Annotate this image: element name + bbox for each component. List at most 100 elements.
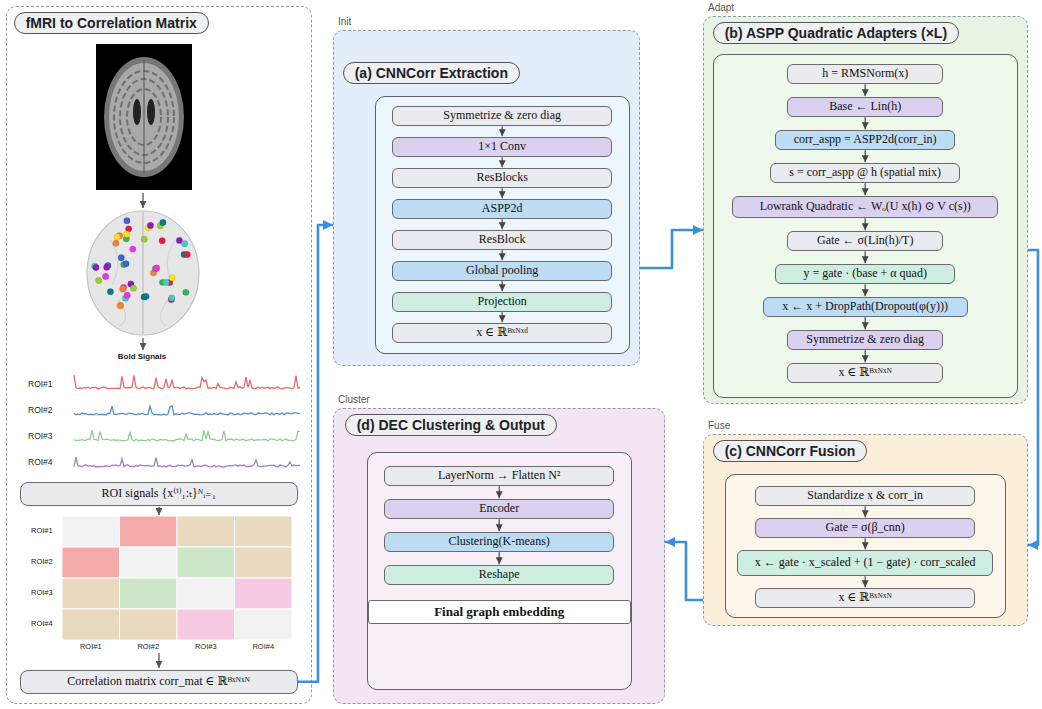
roi-dot: [114, 234, 120, 240]
process-box: x ∈ ℝᴮˣᴺˣᴺ: [787, 363, 943, 383]
step-text: Correlation matrix corr_mat ∈ ℝᴮˣᴺˣᴺ: [67, 674, 250, 689]
process-box: Lowrank Quadratic ← Wₒ(U x(h) ⊙ V c(s)): [732, 196, 998, 218]
matrix-cell: [120, 609, 178, 640]
roi-dot: [123, 236, 129, 242]
step-arrow: [502, 281, 503, 291]
illustration-part: [104, 57, 184, 177]
roi-dot: [166, 279, 172, 285]
process-box: Final graph embedding: [368, 600, 631, 624]
matrix-cell: [62, 547, 120, 578]
step-text: Clustering(K-means): [449, 534, 550, 549]
step-arrow: [502, 126, 503, 136]
step-text: Reshape: [479, 567, 520, 582]
step-text: 1×1 Conv: [478, 139, 526, 154]
matrix-cell: [62, 578, 120, 609]
matrix-cell: [177, 516, 235, 547]
roi-dot: [113, 240, 119, 246]
step-text: Final graph embedding: [434, 604, 564, 620]
process-box: Projection: [392, 292, 612, 312]
step-arrow: [502, 312, 503, 322]
roi-dot: [130, 285, 136, 291]
matrix-cell: [120, 547, 178, 578]
roi-dot: [152, 266, 158, 272]
step-arrow: [865, 150, 866, 162]
signal-title: Bold Signals: [118, 352, 166, 361]
illustration-part: [167, 240, 175, 288]
stage-panel: LayerNorm → Flatten N²EncoderClustering(…: [333, 408, 665, 704]
matrix-cell: [235, 547, 293, 578]
illustration-part: [114, 71, 174, 163]
illustration-part: [109, 63, 179, 171]
matrix-cell: [120, 578, 178, 609]
matrix-cell: [177, 547, 235, 578]
panel-heading: (d) DEC Clustering & Output: [345, 414, 557, 436]
signal-label: ROI#1: [28, 379, 53, 389]
roi-dot: [141, 236, 147, 242]
step-text: x ← x + DropPath(Dropout(φ(y))): [782, 299, 948, 314]
roi-dot: [117, 302, 123, 308]
roi-dot: [120, 286, 126, 292]
matrix-cell: [177, 578, 235, 609]
roi-dot: [116, 233, 122, 239]
process-box: ResBlocks: [392, 168, 612, 188]
inner-frame: [375, 96, 630, 354]
roi-dot: [121, 261, 127, 267]
step-arrow: [502, 157, 503, 167]
roi-dot: [92, 263, 98, 269]
step-text: corr_aspp = ASPP2d(corr_in): [794, 132, 937, 147]
process-box: Base ← Lin(h): [787, 97, 943, 117]
step-arrow: [865, 576, 866, 587]
roi-dot: [102, 273, 108, 279]
step-text: x ∈ ℝᴮˣᴺˣᵈ: [476, 325, 528, 340]
step-text: ASPP2d: [482, 201, 523, 216]
step-text: ResBlocks: [477, 170, 528, 185]
step-text: Lowrank Quadratic ← Wₒ(U x(h) ⊙ V c(s)): [760, 199, 971, 214]
roi-dot: [168, 296, 174, 302]
bold-signal: [74, 406, 300, 415]
roi-dot: [169, 295, 175, 301]
roi-dot: [184, 251, 190, 257]
process-box: 1×1 Conv: [392, 137, 612, 157]
roi-dot: [181, 241, 187, 247]
process-box: Gate = σ(β_cnn): [755, 518, 975, 538]
roi-dot: [145, 225, 151, 231]
roi-dot: [183, 289, 189, 295]
step-arrow: [865, 218, 866, 230]
axis-label: ROI#1: [80, 642, 102, 651]
flow-arrow: [665, 542, 703, 600]
roi-dot: [117, 303, 123, 309]
step-arrow: [865, 251, 866, 263]
stage-panel: h = RMSNorm(x) Base ← Lin(h) corr_aspp = A…: [703, 16, 1028, 404]
illustration-part: [133, 99, 141, 125]
process-box: corr_aspp = ASPP2d(corr_in): [775, 130, 955, 150]
roi-dot: [104, 264, 110, 270]
roi-dot: [107, 288, 113, 294]
roi-dot: [96, 277, 102, 283]
axis-label: ROI#3: [31, 588, 53, 597]
process-box: Standardize x & corr_in: [755, 486, 975, 506]
roi-dot: [176, 237, 182, 243]
stage-panel: Standardize x & corr_inGate = σ(β_cnn)x …: [703, 434, 1028, 626]
flow-arrow: [298, 225, 333, 682]
mri-slice: [96, 44, 192, 190]
step-text: x ← gate · x_scaled + (1 − gate) · corr_…: [755, 555, 976, 570]
correlation-matrix: [62, 516, 292, 640]
matrix-cell: [235, 609, 293, 640]
step-text: Projection: [478, 294, 527, 309]
flow-arrow: [142, 193, 143, 208]
step-arrow: [499, 486, 500, 498]
signal-label: ROI#4: [28, 457, 53, 467]
roi-dot: [157, 223, 163, 229]
roi-dot: [160, 219, 166, 225]
matrix-cell: [62, 516, 120, 547]
step-text: Standardize x & corr_in: [807, 488, 923, 503]
process-box: Clustering(K-means): [384, 532, 614, 552]
process-box: h = RMSNorm(x): [787, 64, 943, 84]
roi-dot: [169, 275, 175, 281]
roi-dot: [123, 261, 129, 267]
illustration-part: [110, 240, 118, 285]
step-arrow: [502, 250, 503, 260]
step-text: h = RMSNorm(x): [822, 66, 908, 81]
roi-dot: [181, 251, 187, 257]
step-text: ROI signals {x⁽ⁱ⁾₁:ₜ}ᴺᵢ₌₁: [102, 486, 216, 501]
